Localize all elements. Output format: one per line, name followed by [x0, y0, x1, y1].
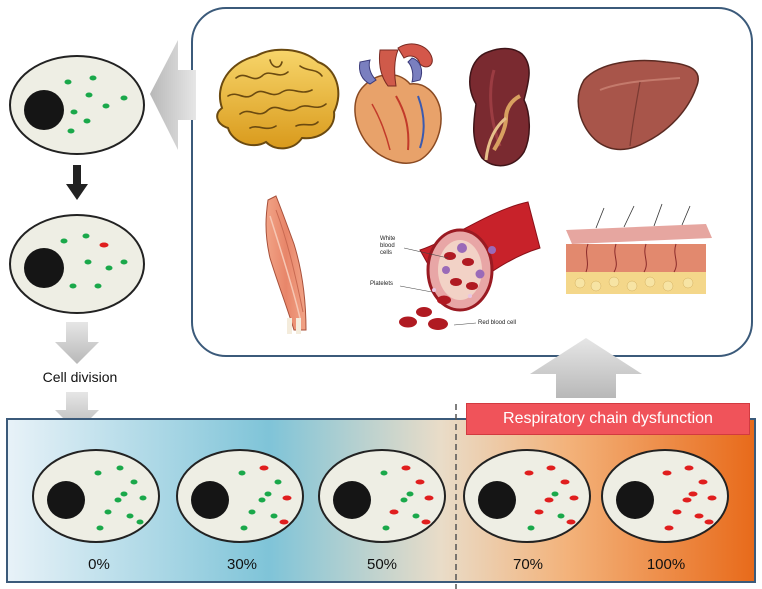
- mutant-mtdna: [546, 465, 556, 471]
- normal-mtdna: [380, 470, 388, 476]
- mutant-mtdna: [534, 509, 544, 515]
- muscle-icon: [265, 195, 307, 334]
- heteroplasmy-cells: [32, 449, 729, 543]
- normal-mtdna: [270, 513, 278, 519]
- mutant-mtdna: [682, 497, 692, 503]
- mutant-mtdna: [544, 497, 554, 503]
- normal-mtdna: [96, 525, 104, 531]
- mutant-mtdna: [688, 491, 698, 497]
- normal-mtdna: [258, 497, 266, 503]
- mutant-mtdna: [282, 495, 292, 501]
- normal-mtdna: [126, 513, 134, 519]
- nucleus: [191, 481, 229, 519]
- nucleus: [24, 90, 64, 130]
- mutant-mtdna: [566, 519, 576, 525]
- mutant-mtdna: [259, 465, 269, 471]
- liver-icon: [577, 59, 699, 151]
- normal-mtdna: [238, 470, 246, 476]
- heteroplasmy-cell: [463, 449, 591, 543]
- kidney-icon: [469, 47, 530, 167]
- nucleus: [333, 481, 371, 519]
- normal-mtdna: [94, 470, 102, 476]
- normal-mtdna: [551, 491, 559, 497]
- heteroplasmy-label-100: 100%: [646, 556, 686, 573]
- mutant-mtdna: [664, 525, 674, 531]
- arrow-down-1: [55, 322, 99, 364]
- mutant-mtdna: [694, 513, 704, 519]
- arrow-down-mutation: [66, 165, 88, 200]
- nucleus: [616, 481, 654, 519]
- normal-mtdna: [130, 479, 138, 485]
- normal-mtdna: [240, 525, 248, 531]
- nucleus: [47, 481, 85, 519]
- brain-icon: [216, 48, 340, 150]
- mutant-mtdna: [672, 509, 682, 515]
- heteroplasmy-cell: [32, 449, 160, 543]
- cell-mutation: [9, 214, 145, 314]
- mutant-mtdna: [421, 519, 431, 525]
- respiratory-dysfunction-label: Respiratory chain dysfunction: [466, 403, 750, 435]
- mutant-mtdna: [524, 470, 534, 476]
- heteroplasmy-cell: [176, 449, 304, 543]
- mutant-mtdna: [704, 519, 714, 525]
- cell-top: [9, 55, 145, 155]
- heteroplasmy-cell: [601, 449, 729, 543]
- normal-mtdna: [139, 495, 147, 501]
- normal-mtdna: [406, 491, 414, 497]
- nucleus: [478, 481, 516, 519]
- mutant-mtdna: [560, 479, 570, 485]
- mutant-mtdna: [698, 479, 708, 485]
- mutant-mtdna: [279, 519, 289, 525]
- normal-mtdna: [248, 509, 256, 515]
- mutant-mtdna: [415, 479, 425, 485]
- heteroplasmy-cell: [318, 449, 446, 543]
- normal-mtdna: [120, 491, 128, 497]
- mutant-mtdna: [401, 465, 411, 471]
- normal-mtdna: [557, 513, 565, 519]
- normal-mtdna: [274, 479, 282, 485]
- normal-mtdna: [400, 497, 408, 503]
- normal-mtdna: [104, 509, 112, 515]
- normal-mtdna: [114, 497, 122, 503]
- heteroplasmy-label-70: 70%: [512, 556, 544, 573]
- arrow-left-to-cell: [150, 40, 196, 150]
- white-blood-cells-label: White blood cells: [380, 236, 396, 256]
- red-blood-cell-label: Red blood cell: [478, 320, 517, 326]
- mutant-mtdna: [662, 470, 672, 476]
- platelets-label: Platelets: [370, 281, 394, 287]
- arrow-up-to-organs: [530, 338, 642, 398]
- skin-icon: [566, 203, 712, 294]
- normal-mtdna: [264, 491, 272, 497]
- mutant-mtdna: [707, 495, 717, 501]
- normal-mtdna: [527, 525, 535, 531]
- cell-division-label: Cell division: [42, 369, 118, 385]
- heart-icon: [354, 43, 442, 164]
- normal-mtdna: [136, 519, 144, 525]
- arrow-down-2: [55, 392, 99, 432]
- blood-vessel-icon: [399, 201, 541, 330]
- mutant-mtdna: [684, 465, 694, 471]
- normal-mtdna: [116, 465, 124, 471]
- mutant-mtdna: [569, 495, 579, 501]
- heteroplasmy-label-30: 30%: [226, 556, 258, 573]
- respiratory-dysfunction-text: Respiratory chain dysfunction: [503, 410, 713, 427]
- heteroplasmy-label-0: 0%: [88, 556, 110, 573]
- mutant-mtdna: [389, 509, 399, 515]
- mutant-mtdna: [424, 495, 434, 501]
- heteroplasmy-label-50: 50%: [366, 556, 398, 573]
- normal-mtdna: [412, 513, 420, 519]
- nucleus: [24, 248, 64, 288]
- normal-mtdna: [382, 525, 390, 531]
